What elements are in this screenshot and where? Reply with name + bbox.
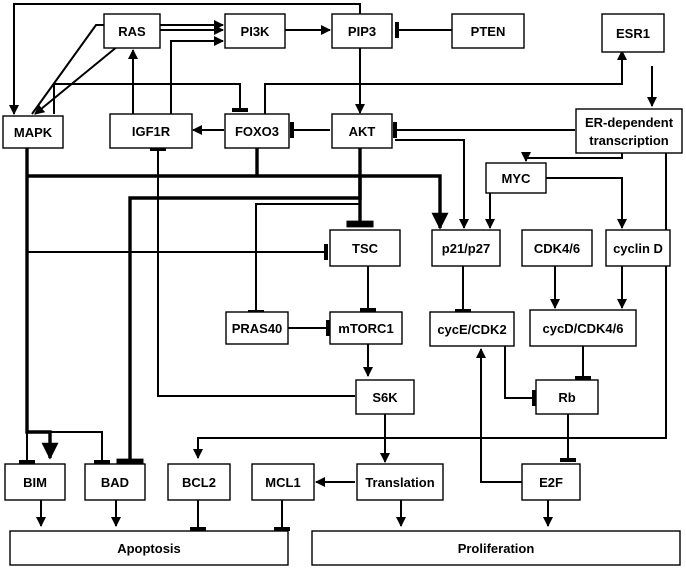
- node-esr1: ESR1: [601, 13, 665, 53]
- edge-foxo3-to-p21p27: [27, 174, 449, 230]
- edge-pip3-to-mapk: [9, 3, 361, 115]
- node-bim-label: BIM: [23, 475, 47, 490]
- node-er-dependent-transcription: ER-dependent transcription: [575, 108, 683, 154]
- node-cyclind: cyclin D: [605, 229, 671, 267]
- edge-mapk-inhibits-foxo3: [53, 83, 248, 114]
- edge-er-to-bcl2: [193, 150, 667, 459]
- edge-e2f-to-cyce: [476, 348, 522, 483]
- node-akt-label: AKT: [349, 124, 376, 139]
- node-apoptosis-label: Apoptosis: [117, 541, 181, 556]
- node-s6k: S6K: [355, 379, 415, 415]
- node-pten: PTEN: [451, 13, 525, 49]
- node-e2f-label: E2F: [539, 475, 563, 490]
- edge-s6k-inhibits-igf1r: [150, 147, 355, 397]
- node-myc-label: MYC: [502, 171, 532, 186]
- edge-cyce-inhibits-rb: [504, 344, 536, 406]
- node-cycd-cdk46-label: cycD/CDK4/6: [543, 321, 624, 336]
- edge-foxo3-to-esr1: [264, 50, 627, 114]
- node-er-dependent-label-line2: transcription: [589, 133, 669, 148]
- node-cyce-cdk2-label: cycE/CDK2: [437, 322, 506, 337]
- node-apoptosis: Apoptosis: [9, 530, 289, 566]
- node-myc: MYC: [485, 162, 547, 194]
- edge-akt-inhibits-bad: [116, 176, 362, 466]
- node-bcl2-label: BCL2: [182, 475, 216, 490]
- node-ras-label: RAS: [118, 24, 146, 39]
- node-bad-label: BAD: [101, 475, 129, 490]
- node-rb-label: Rb: [558, 390, 575, 405]
- node-proliferation-label: Proliferation: [458, 541, 535, 556]
- node-cdk46: CDK4/6: [521, 229, 593, 267]
- node-er-dependent-label-line1: ER-dependent: [585, 115, 674, 130]
- node-pip3: PIP3: [331, 13, 393, 49]
- node-translation: Translation: [356, 463, 444, 501]
- node-bad: BAD: [84, 463, 146, 501]
- edge-igf1r-to-pi3k: [170, 36, 224, 114]
- node-p21p27: p21/p27: [431, 229, 501, 267]
- node-tsc-label: TSC: [352, 241, 379, 256]
- node-cyclind-label: cyclin D: [613, 241, 663, 256]
- node-esr1-label: ESR1: [616, 26, 650, 41]
- node-mtorc1-label: mTORC1: [338, 321, 393, 336]
- node-s6k-label: S6K: [372, 390, 398, 405]
- node-pip3-label: PIP3: [348, 24, 376, 39]
- nodes: RAS PI3K PIP3 PTEN ESR1 MAPK IGF1R FOXO: [2, 13, 683, 566]
- node-pras40: PRAS40: [225, 311, 289, 345]
- node-translation-label: Translation: [365, 475, 434, 490]
- node-cycd-cdk46: cycD/CDK4/6: [529, 309, 637, 347]
- node-ras: RAS: [103, 13, 161, 49]
- node-pi3k: PI3K: [224, 13, 286, 49]
- node-e2f: E2F: [521, 463, 581, 501]
- node-pras40-label: PRAS40: [232, 321, 283, 336]
- node-bim: BIM: [4, 463, 66, 501]
- node-pten-label: PTEN: [471, 24, 506, 39]
- node-foxo3-label: FOXO3: [235, 124, 279, 139]
- node-foxo3: FOXO3: [224, 113, 290, 149]
- edge-mapk-inhibits-bad: [27, 431, 110, 464]
- node-cyce-cdk2: cycE/CDK2: [429, 311, 515, 347]
- edge-myc-to-cyclind: [545, 177, 627, 229]
- node-pi3k-label: PI3K: [241, 24, 271, 39]
- node-igf1r-label: IGF1R: [132, 124, 171, 139]
- edge-akt-inhibits-pras40: [248, 203, 360, 314]
- node-tsc: TSC: [329, 229, 401, 267]
- node-akt: AKT: [331, 113, 393, 149]
- node-mapk-label: MAPK: [14, 125, 53, 140]
- node-mcl1: MCL1: [251, 463, 315, 501]
- edge-er-to-myc: [521, 150, 623, 162]
- node-mtorc1: mTORC1: [329, 311, 403, 345]
- node-proliferation: Proliferation: [311, 530, 681, 566]
- node-igf1r: IGF1R: [109, 113, 193, 149]
- node-bcl2: BCL2: [167, 463, 231, 501]
- edges: [9, 3, 667, 531]
- node-mcl1-label: MCL1: [265, 475, 300, 490]
- node-p21p27-label: p21/p27: [442, 241, 490, 256]
- node-cdk46-label: CDK4/6: [534, 241, 580, 256]
- edge-akt-to-p21p27: [395, 139, 469, 229]
- node-rb: Rb: [535, 379, 599, 415]
- node-mapk: MAPK: [2, 115, 64, 149]
- edge-mapk-to-bim: [25, 146, 59, 460]
- edge-ras-to-mapk: [34, 45, 119, 115]
